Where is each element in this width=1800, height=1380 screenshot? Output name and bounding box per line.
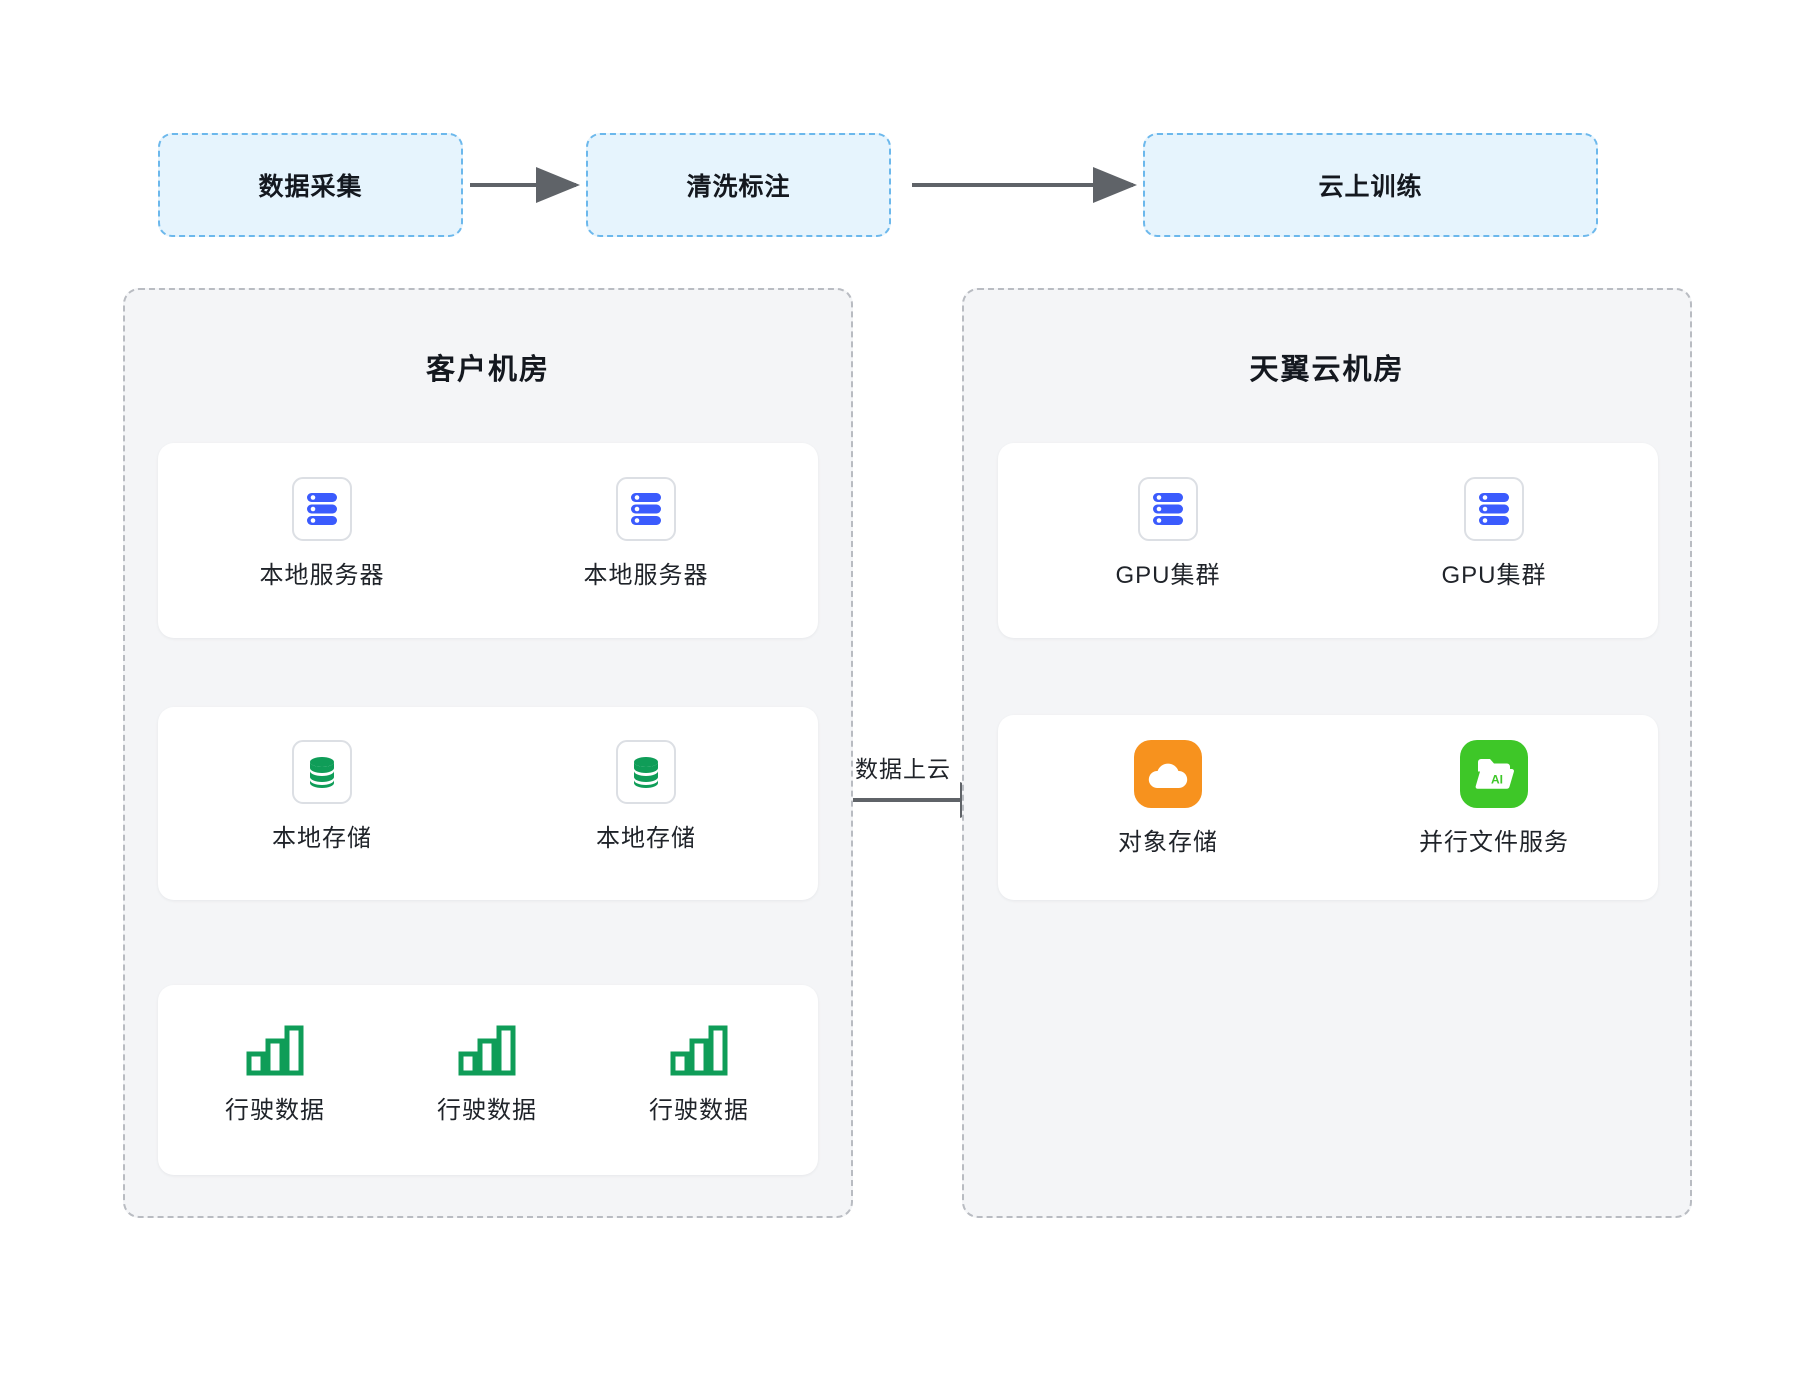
node-label: GPU集群: [1441, 562, 1547, 589]
node-driving-data-1[interactable]: 行驶数据: [175, 1012, 375, 1125]
card-driving-data: [158, 985, 818, 1175]
server-rack-icon: [616, 477, 676, 541]
node-label: 行驶数据: [649, 1097, 749, 1124]
node-gpu-cluster-2[interactable]: GPU集群: [1394, 477, 1594, 590]
zone-title: 天翼云机房: [1249, 354, 1405, 386]
svg-text:AI: AI: [1491, 773, 1503, 787]
pipeline-step-label: 云上训练: [1318, 173, 1423, 201]
bar-chart-icon: [387, 1012, 587, 1076]
pipeline-step-label: 数据采集: [258, 173, 363, 201]
node-local-storage-1[interactable]: 本地存储: [222, 740, 422, 853]
node-driving-data-3[interactable]: 行驶数据: [599, 1012, 799, 1125]
node-label: 行驶数据: [437, 1097, 537, 1124]
node-object-storage[interactable]: 对象存储: [1068, 740, 1268, 857]
server-rack-icon: [1464, 477, 1524, 541]
node-label: 本地存储: [272, 825, 372, 852]
pipeline-step-clean-label[interactable]: 清洗标注: [586, 133, 891, 237]
node-label: 并行文件服务: [1419, 829, 1569, 856]
node-local-storage-2[interactable]: 本地存储: [546, 740, 746, 853]
node-driving-data-2[interactable]: 行驶数据: [387, 1012, 587, 1125]
node-label: 本地服务器: [259, 562, 385, 589]
node-local-server-2[interactable]: 本地服务器: [546, 477, 746, 590]
card-cloud-storage-services: [998, 715, 1658, 900]
database-icon: [292, 740, 352, 804]
node-local-server-1[interactable]: 本地服务器: [222, 477, 422, 590]
node-label: GPU集群: [1115, 562, 1221, 589]
node-gpu-cluster-1[interactable]: GPU集群: [1068, 477, 1268, 590]
bar-chart-icon: [175, 1012, 375, 1076]
node-parallel-file-service[interactable]: AI 并行文件服务: [1394, 740, 1594, 857]
server-rack-icon: [1138, 477, 1198, 541]
node-label: 行驶数据: [225, 1097, 325, 1124]
database-icon: [616, 740, 676, 804]
pipeline-step-cloud-training[interactable]: 云上训练: [1143, 133, 1598, 237]
pipeline-step-label: 清洗标注: [686, 173, 791, 201]
card-local-storage: [158, 707, 818, 900]
bar-chart-icon: [599, 1012, 799, 1076]
data-to-cloud-label: 数据上云: [855, 756, 951, 782]
card-gpu-clusters: [998, 443, 1658, 638]
server-rack-icon: [292, 477, 352, 541]
node-label: 本地服务器: [583, 562, 709, 589]
pipeline-step-data-collection[interactable]: 数据采集: [158, 133, 463, 237]
card-local-servers: [158, 443, 818, 638]
node-label: 对象存储: [1118, 829, 1218, 856]
zone-title: 客户机房: [425, 354, 550, 386]
ai-folder-icon: AI: [1460, 740, 1528, 808]
node-label: 本地存储: [596, 825, 696, 852]
cloud-upload-icon: [1134, 740, 1202, 808]
